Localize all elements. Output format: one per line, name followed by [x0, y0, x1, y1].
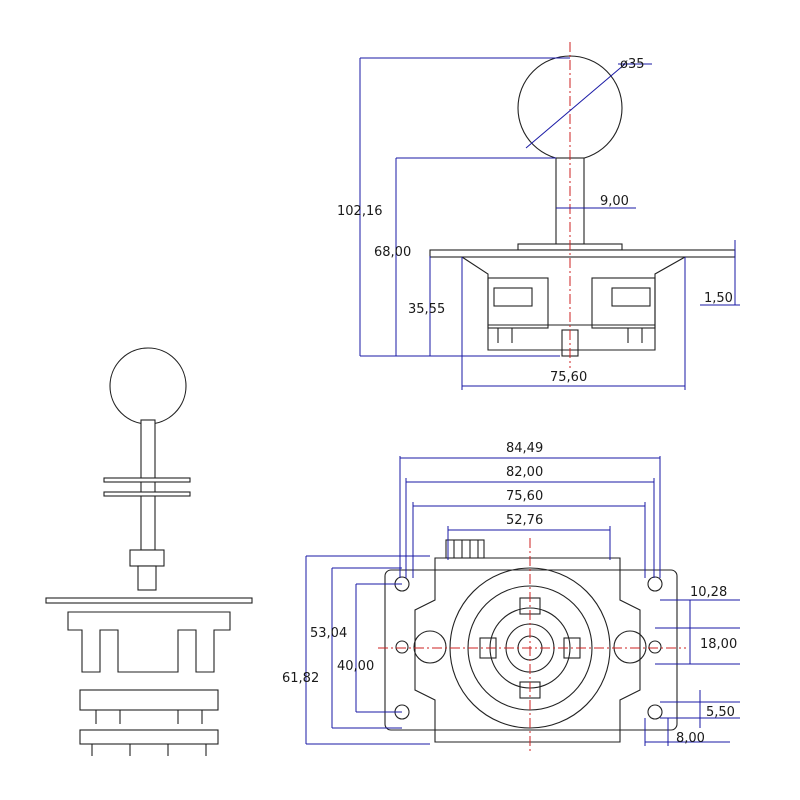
label-plate-thickness: 1,50 [704, 291, 733, 306]
mount-hole-top-right [647, 576, 663, 592]
label-hole-offset-right: 10,28 [690, 585, 727, 600]
side-plate [45, 597, 253, 604]
label-plate-depth-outer: 61,82 [282, 671, 319, 686]
body-inner-right [591, 277, 656, 329]
mount-hole-bottom-right [647, 704, 663, 720]
label-body-width: 52,76 [506, 513, 543, 528]
mount-hole-mid-left [395, 640, 409, 654]
top-plate [384, 569, 678, 731]
label-plate-width: 84,49 [506, 441, 543, 456]
front-view: ø35 102,16 68,00 35,55 9,00 1,50 75,60 [337, 42, 740, 390]
side-body-lower [79, 689, 219, 711]
connector-block [445, 539, 485, 559]
top-body-frame [414, 557, 641, 743]
side-shaft [140, 419, 156, 551]
side-tab-left [413, 630, 447, 664]
side-shaft-collar [129, 549, 165, 567]
body-outline [460, 256, 688, 351]
side-base [79, 729, 219, 745]
ball-top [517, 55, 623, 161]
side-body-upper [67, 611, 231, 673]
top-view: 84,49 82,00 75,60 52,76 61,82 53,04 40,0… [282, 441, 740, 752]
side-disc-upper [103, 477, 191, 483]
label-shaft-height: 68,00 [374, 245, 411, 260]
mount-plate [429, 249, 736, 258]
ball-side [109, 347, 187, 425]
label-side-base-width: 75,60 [550, 370, 587, 385]
dim-ball-diameter-line [525, 63, 626, 149]
mount-hole-mid-right [648, 640, 662, 654]
label-plate-depth-mid: 53,04 [310, 626, 347, 641]
label-hole-spacing-inner: 75,60 [506, 489, 543, 504]
label-hole-spacing-outer: 82,00 [506, 465, 543, 480]
label-total-height: 102,16 [337, 204, 383, 219]
label-slot-height: 18,00 [700, 637, 737, 652]
side-view [45, 347, 253, 756]
side-tab-right [613, 630, 647, 664]
label-ball-diameter: ø35 [620, 57, 645, 72]
label-slot-width: 8,00 [676, 731, 705, 746]
body-inner-left [487, 277, 549, 329]
label-shaft-width: 9,00 [600, 194, 629, 209]
switch-block-right [611, 287, 651, 307]
label-hole-spacing-vertical: 40,00 [337, 659, 374, 674]
side-shaft-end [137, 565, 157, 591]
switch-block-left [493, 287, 533, 307]
side-disc-lower [103, 491, 191, 497]
label-hole-dia: 5,50 [706, 705, 735, 720]
label-body-height: 35,55 [408, 302, 445, 317]
